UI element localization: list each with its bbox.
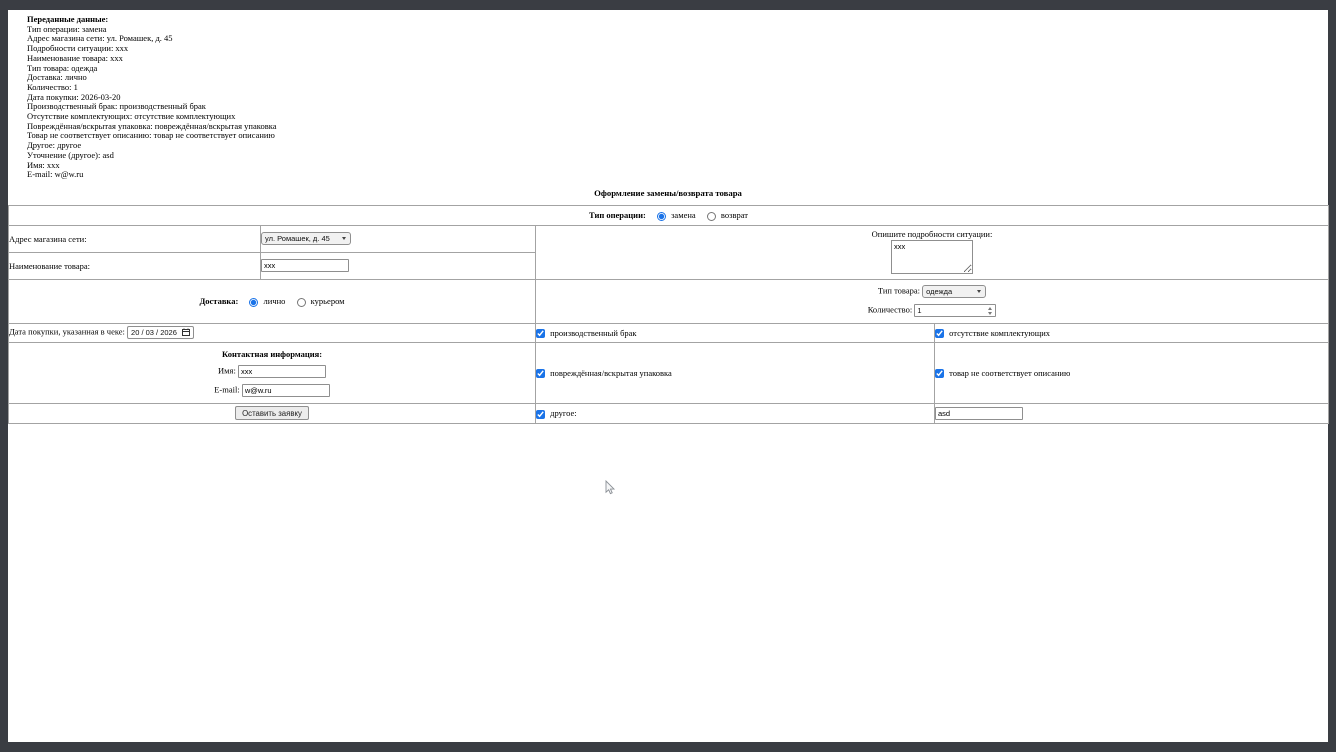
store-address-selected-value: ул. Ромашек, д. 45 (265, 234, 330, 244)
transmitted-line: Повреждённая/вскрытая упаковка: повреждё… (27, 120, 277, 131)
delivery-radio-courier[interactable] (296, 297, 306, 307)
checkbox-other-cell: другое: (535, 402, 935, 424)
submit-button[interactable]: Оставить заявку (235, 406, 309, 421)
product-name-label: Наименование товара: (8, 251, 261, 280)
operation-label: Тип операции: (589, 210, 646, 221)
spinner-arrows-icon[interactable] (987, 307, 993, 315)
operation-radio-return[interactable] (706, 211, 716, 221)
store-address-cell: ул. Ромашек, д. 45 (260, 224, 536, 253)
product-type-selected-value: одежда (926, 287, 953, 297)
checkbox-other[interactable] (536, 409, 545, 419)
chevron-down-icon (342, 237, 346, 241)
store-address-select[interactable]: ул. Ромашек, д. 45 (261, 232, 351, 246)
checkbox-missing-components-label[interactable]: отсутствие комплектующих (949, 327, 1051, 338)
purchase-date-value: 20 / 03 / 2026 (131, 328, 177, 338)
details-cell: Опишите подробности ситуации: xxx (534, 224, 1330, 280)
name-label: Имя: (218, 365, 236, 376)
calendar-icon[interactable] (181, 328, 190, 338)
purchase-date-input[interactable]: 20 / 03 / 2026 (127, 326, 194, 340)
quantity-value: 1 (917, 306, 922, 316)
checkbox-description-mismatch-label[interactable]: товар не соответствует описанию (949, 367, 1071, 378)
form-table: Тип операции: замена возврат Адрес магаз… (7, 204, 1330, 424)
transmitted-header: Переданные данные: (27, 14, 109, 24)
checkbox-description-mismatch-cell: товар не соответствует описанию (933, 341, 1330, 404)
name-input[interactable] (237, 364, 326, 378)
transmitted-line: Товар не соответствует описанию: товар н… (27, 130, 275, 141)
checkbox-damaged-packaging-label[interactable]: повреждённая/вскрытая упаковка (550, 367, 672, 378)
checkbox-missing-components[interactable] (935, 329, 944, 339)
operation-option-return-label[interactable]: возврат (720, 210, 749, 221)
transmitted-line: Адрес магазина сети: ул. Ромашек, д. 45 (27, 33, 173, 44)
details-textarea[interactable]: xxx (891, 239, 973, 274)
transmitted-line: Производственный брак: производственный … (27, 101, 206, 112)
product-name-input[interactable] (261, 259, 349, 273)
transmitted-line: Дата покупки: 2026-03-20 (27, 91, 121, 102)
product-name-cell (260, 251, 536, 280)
page: Переданные данные: Тип операции: замена … (7, 10, 1330, 742)
page-title: Оформление замены/возврата товара (594, 187, 742, 198)
chevron-down-icon (977, 290, 982, 294)
submit-cell: Оставить заявку (8, 402, 536, 424)
checkbox-damaged-packaging[interactable] (536, 369, 545, 379)
checkbox-description-mismatch[interactable] (935, 369, 944, 379)
transmitted-data-block: Переданные данные: Тип операции: замена … (8, 10, 1328, 180)
contact-info-header: Контактная информация: (221, 348, 323, 359)
product-type-select[interactable]: одежда (922, 285, 987, 299)
transmitted-line: Имя: xxx (27, 159, 60, 170)
delivery-radio-personal[interactable] (249, 297, 259, 307)
transmitted-line: Наименование товара: xxx (27, 52, 123, 63)
transmitted-line: Количество: 1 (27, 81, 78, 92)
details-label: Опишите подробности ситуации: (871, 228, 993, 239)
email-label: E-mail: (214, 384, 240, 395)
transmitted-line: Доставка: лично (27, 72, 87, 83)
contact-info-cell: Контактная информация: Имя: E-mail: (8, 341, 536, 404)
checkbox-manufacturing-defect-cell: производственный брак (535, 322, 935, 343)
product-type-quantity-cell: Тип товара: одежда Количество: 1 (534, 278, 1330, 324)
email-input[interactable] (241, 383, 330, 397)
checkbox-missing-components-cell: отсутствие комплектующих (933, 322, 1330, 343)
other-clarification-cell (933, 402, 1330, 424)
transmitted-line: Другое: другое (27, 140, 82, 151)
mouse-cursor-icon (605, 480, 616, 495)
checkbox-damaged-packaging-cell: повреждённая/вскрытая упаковка (535, 341, 935, 404)
purchase-date-cell: Дата покупки, указанная в чеке: 20 / 03 … (8, 322, 536, 343)
checkbox-other-label[interactable]: другое: (550, 408, 577, 419)
delivery-cell: Доставка: лично курьером (8, 278, 536, 324)
operation-radio-replace[interactable] (656, 211, 666, 221)
other-clarification-input[interactable] (935, 406, 1023, 420)
operation-row: Тип операции: замена возврат (7, 204, 1330, 226)
quantity-input[interactable]: 1 (914, 304, 997, 318)
purchase-date-label: Дата покупки, указанная в чеке: (9, 326, 125, 337)
transmitted-line: Тип товара: одежда (27, 62, 98, 73)
product-type-label: Тип товара: (877, 285, 920, 296)
delivery-label: Доставка: (199, 296, 239, 307)
checkbox-manufacturing-defect[interactable] (536, 329, 545, 339)
delivery-option-courier-label[interactable]: курьером (310, 296, 345, 307)
transmitted-line: Отсутствие комплектующих: отсутствие ком… (27, 111, 236, 122)
transmitted-line: Подробности ситуации: xxx (27, 43, 129, 54)
transmitted-line: Тип операции: замена (27, 23, 107, 34)
store-address-label: Адрес магазина сети: (8, 224, 261, 253)
quantity-label: Количество: (867, 304, 913, 315)
transmitted-line: Уточнение (другое): asd (27, 149, 114, 160)
delivery-option-personal-label[interactable]: лично (263, 296, 286, 307)
checkbox-manufacturing-defect-label[interactable]: производственный брак (550, 327, 637, 338)
transmitted-line: E-mail: w@w.ru (27, 169, 84, 180)
operation-option-replace-label[interactable]: замена (671, 210, 696, 221)
